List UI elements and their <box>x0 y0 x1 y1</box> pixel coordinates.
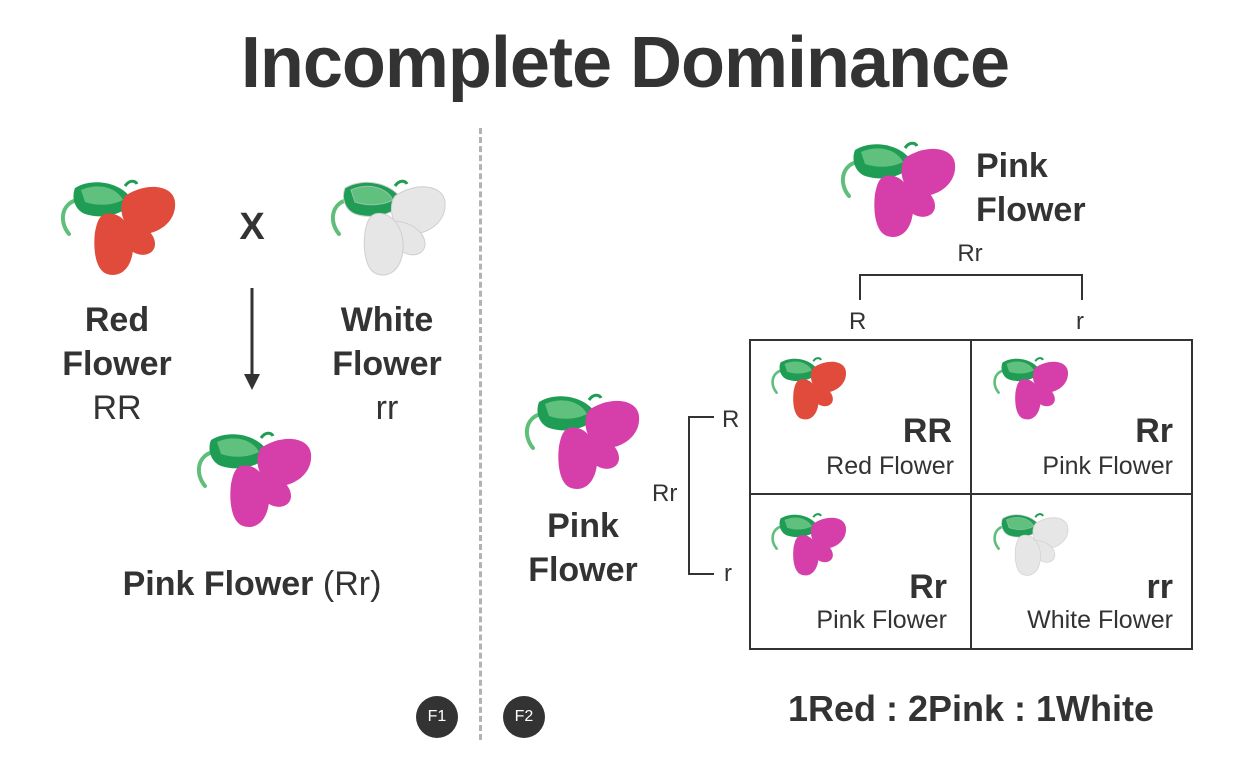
cell-1-phenotype: Red Flower <box>826 452 954 480</box>
top-allele-left: R <box>849 308 867 335</box>
f2-badge: F2 <box>503 696 545 738</box>
white-parent-line2: Flower <box>332 345 442 383</box>
cell-4-phenotype: White Flower <box>1027 606 1173 634</box>
f1-offspring-label: Pink Flower (Rr) <box>82 562 422 606</box>
top-allele-right: r <box>1076 308 1084 335</box>
cell-3-genotype: Rr <box>909 568 947 606</box>
f1-offspring-genotype: (Rr) <box>322 565 382 603</box>
side-allele-bottom: r <box>724 560 732 587</box>
red-flower-icon <box>60 179 178 277</box>
cell-2-genotype: Rr <box>1135 412 1173 450</box>
top-bracket <box>859 274 1083 300</box>
cross-symbol: X <box>239 206 265 248</box>
red-parent-line1: Red <box>84 301 150 339</box>
top-pink-flower-icon <box>840 141 958 239</box>
top-parent-genotype: Rr <box>957 240 983 267</box>
down-arrow-icon <box>244 288 260 390</box>
side-pink-flower-icon <box>524 393 642 491</box>
cell-1-genotype: RR <box>902 412 952 450</box>
cell-2-phenotype: Pink Flower <box>1042 452 1173 480</box>
side-parent-line2: Flower <box>528 551 638 589</box>
side-bracket <box>688 416 714 575</box>
page-title: Incomplete Dominance <box>240 23 1010 103</box>
red-parent-genotype: RR <box>92 389 142 427</box>
side-allele-top: R <box>722 406 740 433</box>
side-parent-genotype: Rr <box>652 480 678 507</box>
section-divider <box>479 128 482 740</box>
cell-3-phenotype: Pink Flower <box>816 606 947 634</box>
white-flower-icon <box>330 179 448 277</box>
pink-flower-icon <box>196 431 314 529</box>
top-parent-line1: Pink <box>976 147 1048 185</box>
f1-offspring-phenotype: Pink Flower <box>122 565 314 603</box>
white-parent-genotype: rr <box>375 389 399 427</box>
side-parent-line1: Pink <box>547 507 619 545</box>
red-parent-line2: Flower <box>62 345 172 383</box>
f1-badge: F1 <box>416 696 458 738</box>
cell-4-genotype: rr <box>1146 568 1173 606</box>
white-parent-line1: White <box>340 301 434 339</box>
punnett-horizontal-line <box>749 493 1193 495</box>
top-parent-line2: Flower <box>976 191 1086 229</box>
f2-ratio: 1Red : 2Pink : 1White <box>787 688 1155 729</box>
